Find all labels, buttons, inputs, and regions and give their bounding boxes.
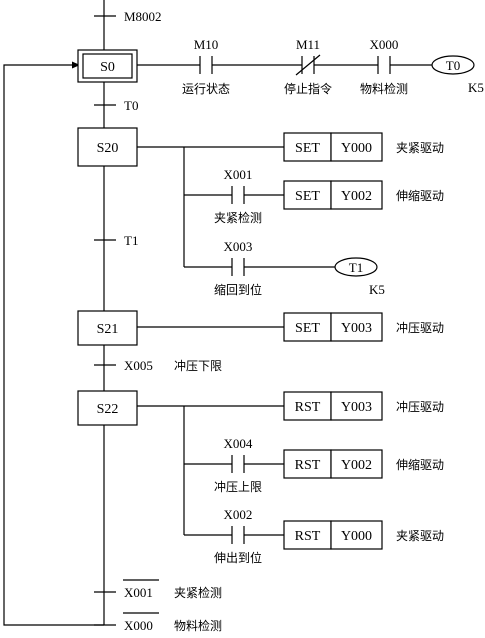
contact-m10	[199, 56, 213, 74]
svg-text:Y000: Y000	[341, 529, 372, 544]
svg-text:T1: T1	[349, 260, 363, 275]
step-s21[interactable]: S21	[77, 310, 138, 346]
return-arrow-icon	[72, 61, 80, 69]
contact-label-x003: X003	[224, 239, 253, 254]
timer-preset-t1: K5	[369, 282, 385, 297]
action-s21-set-y003: SET Y003	[283, 312, 383, 342]
action-desc: 夹紧驱动	[396, 529, 444, 543]
contact-label-m11: M11	[296, 37, 320, 52]
action-s22-rst-y003: RST Y003	[283, 391, 383, 421]
svg-text:SET: SET	[295, 321, 320, 336]
svg-text:Y000: Y000	[341, 141, 372, 156]
action-desc: 伸缩驱动	[396, 188, 444, 203]
timer-coil-t1: T1	[334, 257, 378, 277]
step-label-s21: S21	[97, 322, 119, 337]
svg-text:SET: SET	[295, 189, 320, 204]
svg-text:SET: SET	[295, 141, 320, 156]
transition-label-t1: T1	[124, 233, 138, 248]
action-s20-set-y000: SET Y000	[283, 132, 383, 162]
contact-desc-x004: 冲压上限	[214, 479, 262, 494]
contact-desc-x003: 缩回到位	[214, 282, 262, 297]
initial-step-s0[interactable]: S0	[77, 49, 138, 83]
transition-desc-x005: 冲压下限	[174, 358, 222, 373]
step-s20[interactable]: S20	[77, 127, 138, 167]
timer-preset-t0: K5	[468, 80, 484, 95]
contact-x004	[231, 455, 245, 473]
step-label-s0: S0	[100, 60, 115, 75]
svg-text:Y003: Y003	[341, 321, 372, 336]
svg-text:Y003: Y003	[341, 400, 372, 415]
action-desc: 冲压驱动	[396, 320, 444, 335]
contact-x003	[231, 258, 245, 276]
contact-desc-x000: 物料检测	[360, 81, 408, 96]
svg-text:RST: RST	[295, 458, 321, 473]
contact-desc-x001: 夹紧检测	[214, 210, 262, 225]
action-s22-rst-y000: RST Y000	[283, 520, 383, 550]
svg-text:T0: T0	[446, 58, 460, 73]
transition-label-x000-not: X000	[124, 618, 153, 633]
contact-label-x000: X000	[370, 37, 399, 52]
svg-text:RST: RST	[295, 400, 321, 415]
svg-text:Y002: Y002	[341, 458, 372, 473]
return-loop-line	[3, 64, 104, 626]
action-s22-rst-y002: RST Y002	[283, 449, 383, 479]
contact-label-x001: X001	[224, 167, 253, 182]
svg-text:Y002: Y002	[341, 189, 372, 204]
contact-x002	[231, 526, 245, 544]
transition-desc-x001-not: 夹紧检测	[174, 585, 222, 600]
contact-label-x004: X004	[224, 436, 253, 451]
step-label-s22: S22	[97, 402, 119, 417]
step-label-s20: S20	[97, 141, 119, 156]
transition-label-x005: X005	[124, 358, 153, 373]
contact-x000	[377, 56, 391, 74]
transition-desc-x000-not: 物料检测	[174, 618, 222, 633]
transition-label-initial: M8002	[124, 9, 162, 24]
contact-label-m10: M10	[194, 37, 219, 52]
action-desc: 冲压驱动	[396, 399, 444, 414]
contact-x001	[231, 186, 245, 204]
contact-desc-x002: 伸出到位	[214, 550, 262, 565]
contact-label-x002: X002	[224, 507, 253, 522]
step-s22[interactable]: S22	[77, 390, 138, 426]
svg-text:RST: RST	[295, 529, 321, 544]
action-s20-set-y002: SET Y002	[283, 180, 383, 210]
contact-desc-m11: 停止指令	[284, 81, 332, 96]
contact-desc-m10: 运行状态	[182, 82, 230, 96]
transition-label-t0: T0	[124, 98, 138, 113]
action-desc: 夹紧驱动	[396, 141, 444, 155]
timer-coil-t0: T0	[431, 55, 475, 75]
action-desc: 伸缩驱动	[396, 457, 444, 472]
transition-label-x001-not: X001	[124, 585, 153, 600]
